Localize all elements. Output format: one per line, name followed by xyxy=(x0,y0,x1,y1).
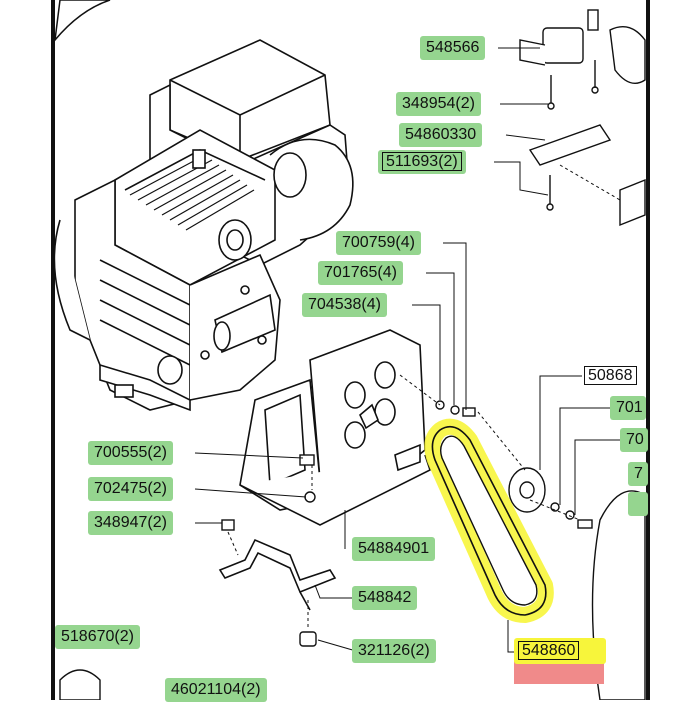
left-border xyxy=(51,0,55,700)
label-70: 70 xyxy=(620,428,648,452)
label-54884901: 54884901 xyxy=(352,537,436,561)
label-321126: 321126(2) xyxy=(352,639,436,663)
label-548566: 548566 xyxy=(420,36,486,60)
assembly-lines xyxy=(227,164,621,630)
label-548860: 548860 xyxy=(518,639,580,663)
right-border xyxy=(646,0,650,700)
label-701: 701 xyxy=(610,396,646,420)
label-511693-text: 511693(2) xyxy=(382,152,462,171)
mounting-bracket xyxy=(239,329,431,526)
label-701765: 701765(4) xyxy=(318,261,403,285)
label-50868: 50868 xyxy=(582,364,646,388)
label-54860330: 54860330 xyxy=(399,123,483,147)
label-348954: 348954(2) xyxy=(396,92,481,116)
small-bracket xyxy=(218,538,337,611)
label-518670: 518670(2) xyxy=(55,625,140,649)
leader-lines xyxy=(194,47,622,653)
label-700555: 700555(2) xyxy=(88,441,173,465)
label-7: 7 xyxy=(628,462,648,486)
label-702475: 702475(2) xyxy=(88,477,173,501)
engine xyxy=(53,39,354,412)
label-548842: 548842 xyxy=(352,586,418,610)
label-46021104: 46021104(2) xyxy=(165,678,267,702)
label-548860-text: 548860 xyxy=(518,641,580,660)
label-511693: 511693(2) xyxy=(378,150,466,174)
label-700759: 700759(4) xyxy=(336,231,421,255)
label-highlight xyxy=(514,638,606,664)
label-50868-text: 50868 xyxy=(584,366,637,385)
label-fragment xyxy=(628,492,648,516)
belt-highlight xyxy=(424,418,554,623)
label-704538: 704538(4) xyxy=(302,293,387,317)
label-348947: 348947(2) xyxy=(88,511,173,535)
fragment-top-left xyxy=(53,0,111,43)
